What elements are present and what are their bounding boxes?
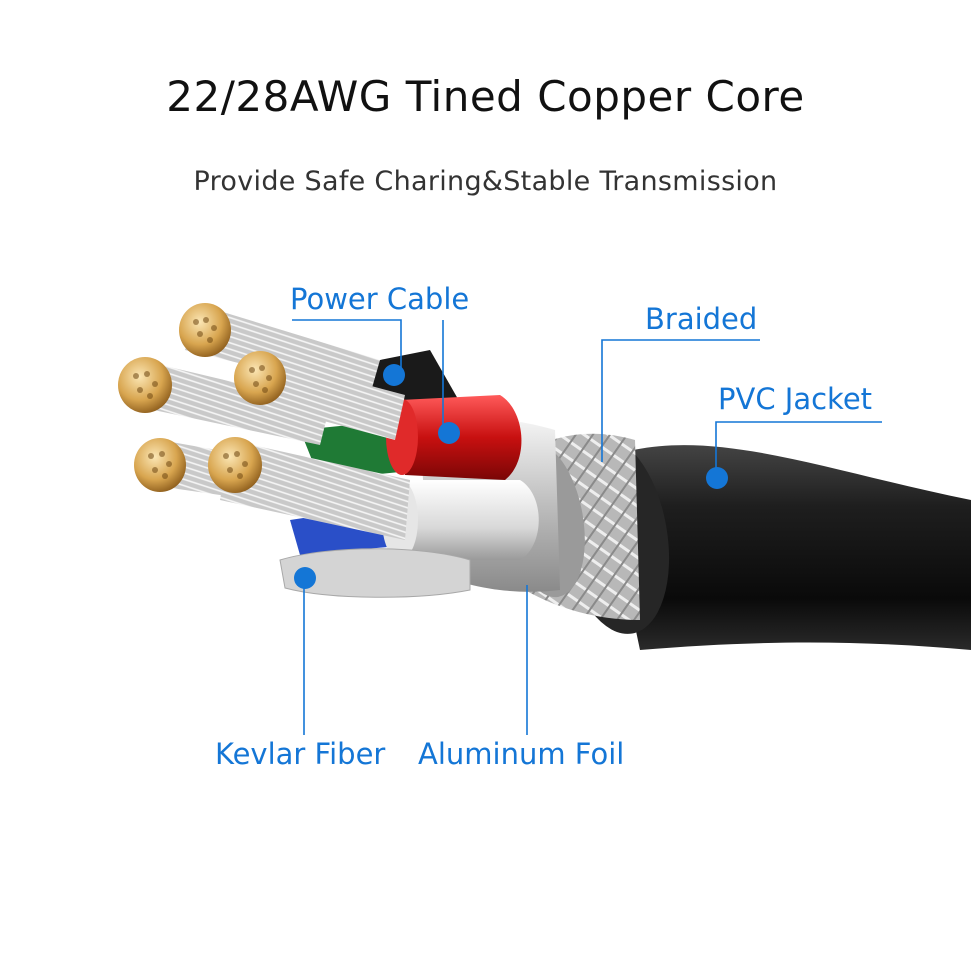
power-cable-dot-1 (383, 364, 405, 386)
label-power-cable: Power Cable (290, 282, 469, 316)
label-kevlar-fiber: Kevlar Fiber (215, 737, 385, 771)
label-braided: Braided (645, 302, 757, 336)
power-cable-dot-2 (438, 422, 460, 444)
label-aluminum-foil: Aluminum Foil (418, 737, 624, 771)
kevlar-fiber-dot (294, 567, 316, 589)
label-pvc-jacket: PVC Jacket (718, 382, 872, 416)
pvc-jacket-dot (706, 467, 728, 489)
red-wire (400, 395, 521, 480)
stranded-conductors (130, 305, 410, 540)
